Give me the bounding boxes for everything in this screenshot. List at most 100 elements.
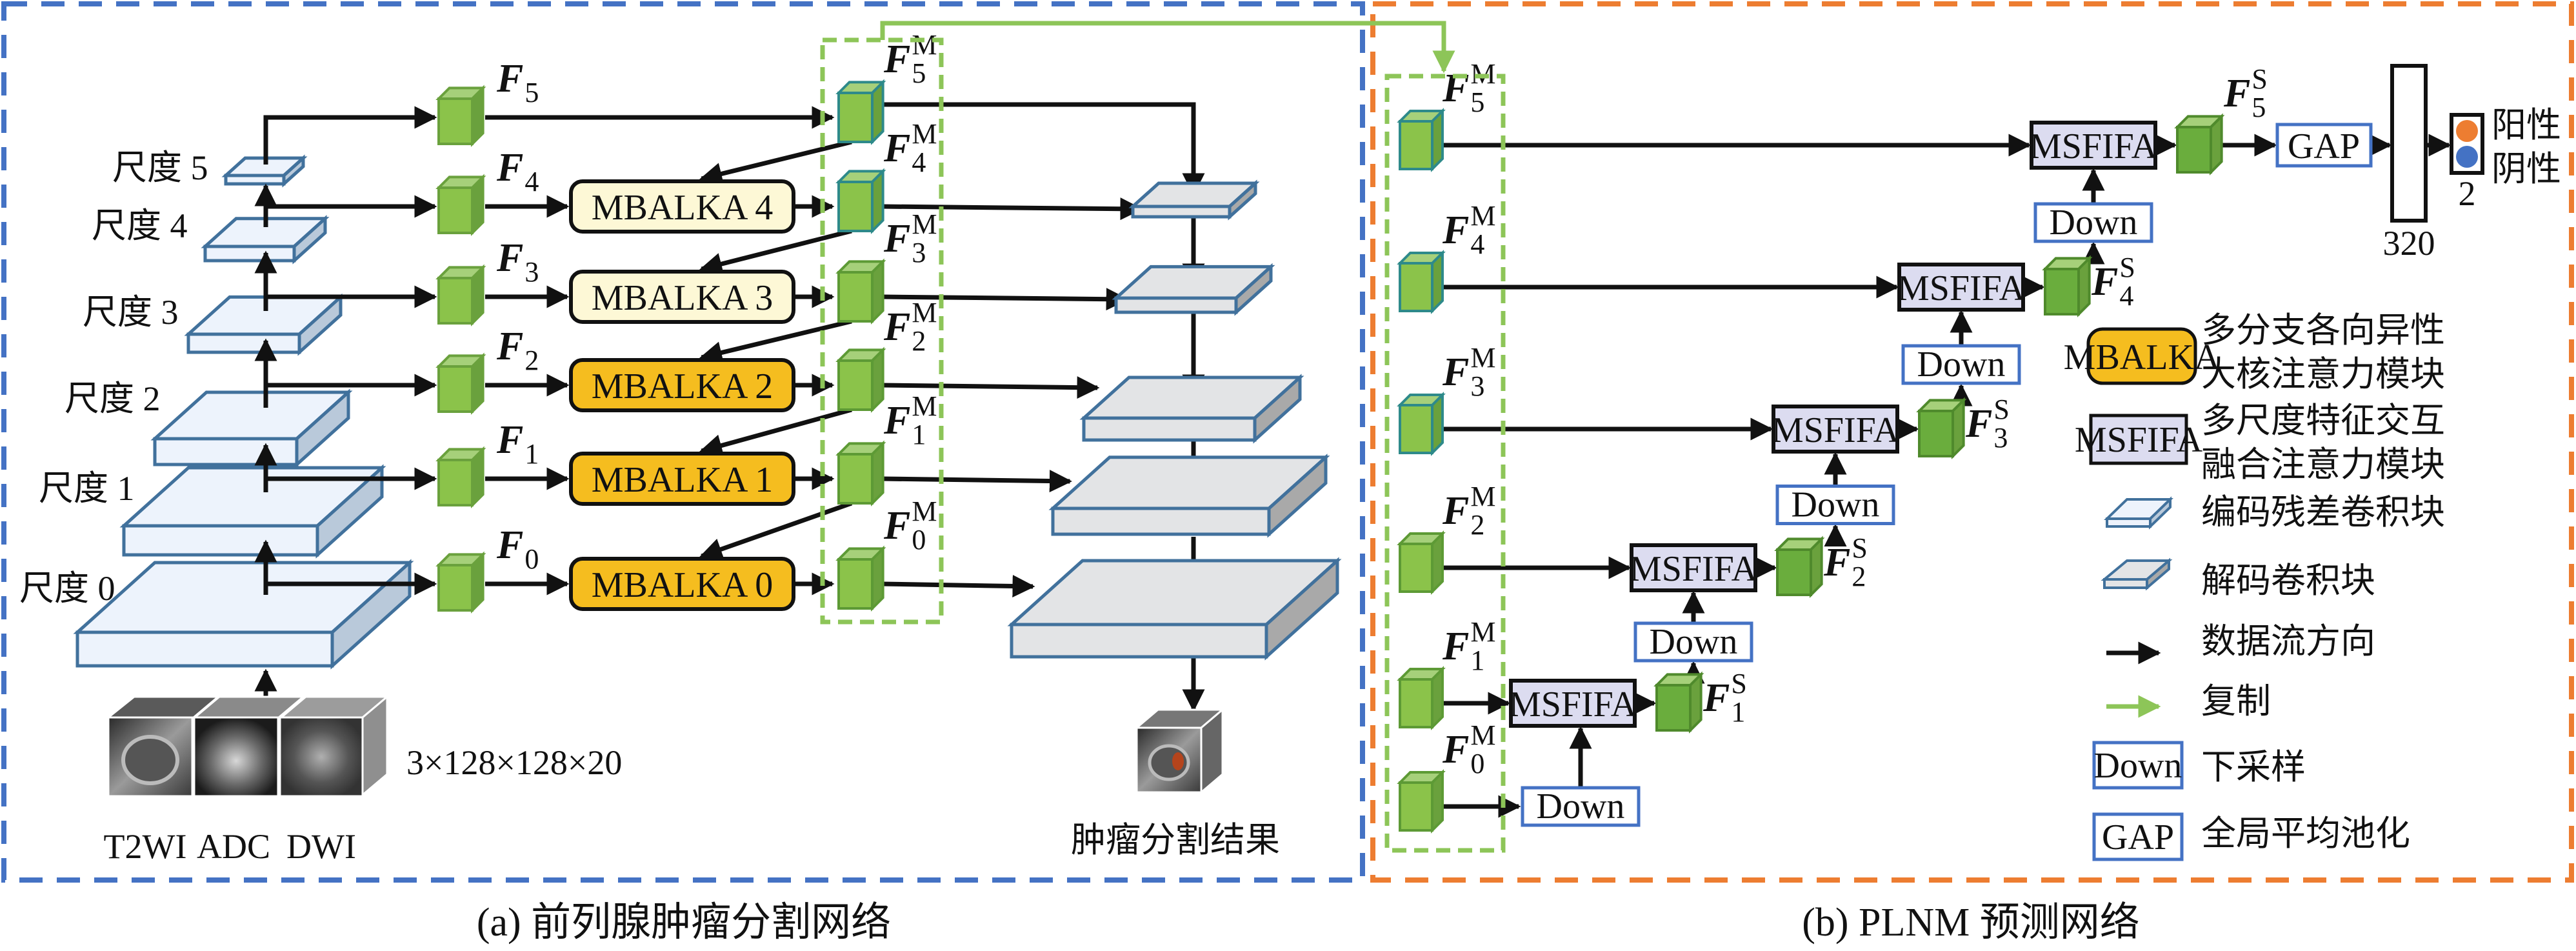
fused-cube-b-FM1-side [1431, 666, 1444, 730]
legend-dataflow-text: 数据流方向 [2201, 622, 2375, 661]
legend-mbalka-symbol [2086, 327, 2197, 385]
scale-label-1: 尺度 1 [39, 469, 135, 508]
fused-cube-b-FM5-front [1399, 120, 1433, 170]
gap-box [2275, 123, 2373, 168]
feature-cube-F2-side [471, 352, 484, 415]
fused-label-b-FM4: F4M [1442, 200, 1495, 260]
stage-output-cube-FS2 [1774, 536, 1825, 598]
mbalka-module-4 [569, 179, 795, 234]
feature-cube-F5 [435, 85, 486, 147]
decoder-block-2 [1079, 374, 1304, 444]
mbalka-module-2 [569, 358, 795, 412]
fused-features-box-a [820, 37, 944, 625]
gap-label: GAP [2288, 126, 2360, 166]
scale-label-4: 尺度 4 [92, 206, 188, 245]
fused-cube-a-FM0-side [871, 545, 884, 612]
stage-output-cube-FS4-front [2044, 268, 2080, 315]
stage-output-label-FS3: F3S [1965, 394, 2010, 454]
FM1-to-mbalka-0-arrow [699, 501, 853, 561]
FM5-to-mbalka-4-arrow [699, 139, 852, 185]
stage-output-cube-FS3 [1916, 397, 1967, 459]
fused-cube-a-FM2-front [837, 359, 874, 411]
decoder-block-0 [1007, 557, 1342, 661]
fused-label-b-FM3: F3M [1442, 342, 1495, 402]
scale-label-0: 尺度 0 [19, 569, 115, 608]
stage-output-cube-FS5-side [2210, 113, 2223, 175]
fused-cube-a-FM5-side [871, 79, 884, 145]
feature-cube-F4 [435, 174, 486, 236]
class-positive: 阳性 [2491, 106, 2561, 145]
fused-cube-b-FM0 [1397, 769, 1446, 834]
down-label-4: Down [2050, 203, 2138, 243]
stage-output-label-FS2: F2S [1823, 532, 1868, 592]
feature-cube-F5-front [437, 97, 474, 145]
stage-output-cube-FS5 [2174, 113, 2225, 175]
scale-label-2: 尺度 2 [65, 379, 161, 418]
feature-cube-F2 [435, 352, 486, 415]
dwi-image [279, 716, 364, 797]
fused-cube-a-FM2 [835, 346, 886, 413]
fused-cube-b-FM2-side [1431, 530, 1444, 595]
legend-gap-symbol [2092, 812, 2184, 861]
legend-encoder-text: 编码残差卷积块 [2201, 493, 2445, 532]
down-box-4 [2033, 202, 2153, 243]
feature-cube-F4-side [471, 174, 484, 236]
down-label-0: Down [1537, 786, 1625, 826]
feature-cube-F5-side [471, 85, 484, 147]
fused-cube-b-FM4-front [1399, 262, 1433, 312]
decoder-block-4 [1128, 179, 1260, 221]
FM4-to-mbalka-3-arrow [699, 228, 852, 275]
fused-cube-a-FM4 [835, 168, 886, 234]
legend-copy-text: 复制 [2201, 682, 2271, 721]
encoder-block-3-front [186, 332, 301, 354]
mbalka-label-4: MBALKA 4 [592, 188, 774, 228]
stage-output-cube-FS3-side [1952, 397, 1965, 459]
encoder-block-2-front [153, 437, 299, 466]
encoder-block-5-front [224, 174, 286, 186]
feature-cube-F4-front [437, 186, 474, 234]
decoder-block-3 [1112, 263, 1275, 316]
msfifa-module-1 [1509, 679, 1637, 728]
fused-cube-a-FM3 [835, 258, 886, 325]
msfifa-label-3: MSFIFA [1772, 410, 1900, 450]
modality-t2wi: T2WI [104, 827, 187, 866]
input-mri-volume [105, 694, 390, 797]
fused-cube-a-FM4-front [837, 181, 874, 232]
encoder-block-0 [73, 559, 414, 670]
FM4-to-decoder-arrow [881, 197, 1143, 221]
class-negative: 阴性 [2491, 150, 2561, 188]
down-box-3 [1901, 344, 2021, 385]
fused-cube-b-FM1 [1397, 666, 1446, 730]
segmentation-result-volume [1133, 707, 1226, 795]
msfifa-module-4 [1897, 263, 2025, 312]
stage-output-label-FS1: F1S [1702, 668, 1747, 728]
FM3-to-decoder-arrow [881, 288, 1129, 311]
stage-output-cube-FS1-front [1655, 684, 1692, 732]
fused-cube-a-FM1-front [837, 453, 874, 505]
modality-adc: ADC [197, 827, 270, 866]
encoder-block-0-front [75, 630, 334, 668]
msfifa-label-2: MSFIFA [1630, 549, 1758, 589]
down-label-3: Down [1917, 345, 2006, 385]
encoder-block-1 [119, 464, 386, 559]
legend-mbalka-text-1: 多分支各向异性 [2201, 311, 2445, 350]
encoder-block-5 [221, 154, 308, 188]
fc-vector-320 [2390, 64, 2428, 223]
down-box-2 [1775, 485, 1895, 525]
legend-down-text: 下采样 [2201, 748, 2306, 786]
negative-node [2456, 146, 2478, 168]
fused-cube-b-FM1-front [1399, 678, 1433, 728]
feature-cube-F2-front [437, 365, 474, 413]
fused-label-a-FM0: F0M [883, 496, 937, 556]
down-label-1: Down [1650, 622, 1738, 662]
down-label-2: Down [1792, 485, 1880, 525]
adc-image [193, 716, 279, 797]
fused-cube-a-FM0-front [837, 558, 874, 610]
fused-cube-b-FM4 [1397, 250, 1446, 314]
fused-cube-b-FM4-side [1431, 250, 1444, 314]
fused-cube-b-FM3-side [1431, 392, 1444, 456]
fused-cube-a-FM3-side [871, 258, 884, 325]
fused-cube-a-FM2-side [871, 346, 884, 413]
fused-cube-a-FM0 [835, 545, 886, 612]
panel-b-frame [1370, 1, 2574, 883]
